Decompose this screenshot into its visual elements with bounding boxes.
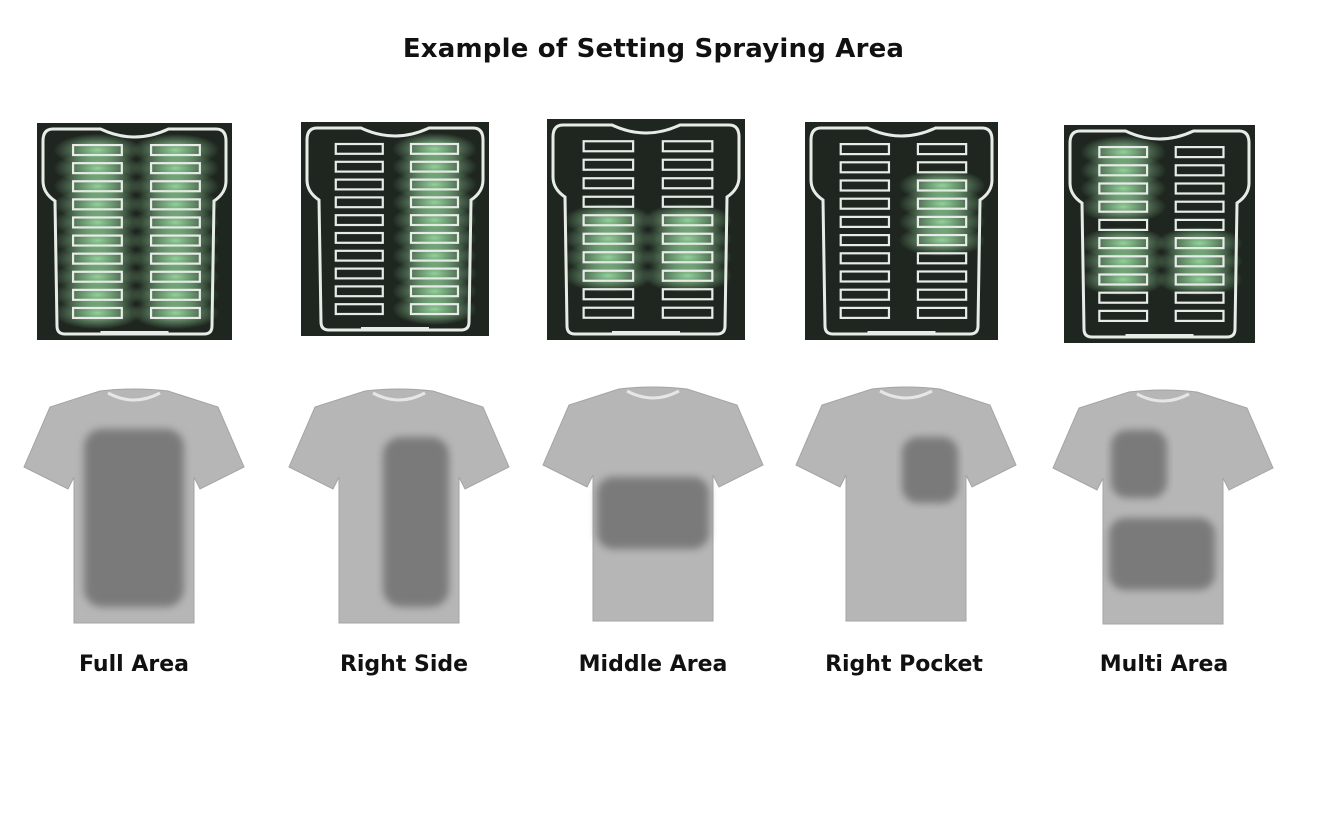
nozzle-slot-right-8 <box>1174 273 1225 286</box>
tshirt-collar <box>879 389 933 400</box>
example-label-middle-area: Middle Area <box>578 652 728 677</box>
nozzle-slot-left-10 <box>1098 309 1149 322</box>
nozzle-slot-left-7 <box>334 249 384 262</box>
nozzle-slot-left-8 <box>1098 273 1149 286</box>
nozzle-slot-right-9 <box>1174 291 1225 304</box>
nozzle-slot-left-2 <box>839 161 891 174</box>
tshirt-multi-area <box>1052 389 1274 625</box>
tshirt-collar <box>626 389 680 400</box>
panel-outline <box>551 123 741 336</box>
nozzle-slot-right-1 <box>1174 146 1225 159</box>
spray-panel-multi-area <box>1064 125 1255 343</box>
spray-panel-middle-area <box>547 119 745 340</box>
nozzle-slot-right-7 <box>916 252 968 265</box>
nozzle-slot-left-2 <box>582 158 635 171</box>
nozzle-slot-left-1 <box>839 143 891 156</box>
example-label-right-side: Right Side <box>339 652 469 677</box>
tshirt-body <box>1052 389 1274 625</box>
panel-outline <box>809 126 994 336</box>
nozzle-glow-left-8 <box>563 259 653 293</box>
panel-outline <box>1068 129 1251 339</box>
spray-area-upper <box>1111 430 1167 498</box>
example-label-full-area: Full Area <box>79 652 189 677</box>
spray-area <box>383 437 449 607</box>
nozzle-slot-right-8 <box>916 270 968 283</box>
nozzle-glow-right-10 <box>131 296 220 330</box>
nozzle-glow-left-10 <box>53 296 142 330</box>
nozzle-slot-left-10 <box>71 306 123 320</box>
nozzle-slot-right-10 <box>409 303 460 316</box>
nozzle-glow-right-8 <box>643 259 733 293</box>
tshirt-right-pocket <box>795 386 1017 622</box>
tshirt-collar <box>1136 392 1190 403</box>
spray-panel-right-pocket <box>805 122 998 340</box>
nozzle-slot-left-3 <box>334 178 384 191</box>
tshirt-body <box>795 386 1017 622</box>
nozzle-slot-left-4 <box>1098 200 1149 213</box>
nozzle-slot-right-9 <box>661 288 714 301</box>
nozzle-slot-left-9 <box>582 288 635 301</box>
tshirt-full-area <box>23 388 245 624</box>
nozzle-slot-right-3 <box>1174 182 1225 195</box>
nozzle-glow-right-8 <box>1156 263 1243 296</box>
nozzle-slot-right-2 <box>661 158 714 171</box>
nozzle-slot-left-2 <box>334 160 384 173</box>
spray-panel-full-area <box>37 123 232 340</box>
nozzle-glow-right-6 <box>898 223 986 257</box>
nozzle-slot-right-3 <box>661 177 714 190</box>
tshirt-collar <box>107 391 161 402</box>
nozzle-slot-right-10 <box>916 306 968 319</box>
nozzle-slot-left-10 <box>839 306 891 319</box>
panel-outline <box>41 127 228 336</box>
tshirt-middle-area <box>542 386 764 622</box>
panel-outline <box>305 126 485 332</box>
nozzle-slot-left-10 <box>334 303 384 316</box>
nozzle-slot-right-4 <box>1174 200 1225 213</box>
nozzle-slot-left-3 <box>582 177 635 190</box>
nozzle-slot-left-9 <box>839 288 891 301</box>
nozzle-slot-right-2 <box>1174 164 1225 177</box>
tshirt-right-side <box>288 388 510 624</box>
nozzle-slot-right-10 <box>149 306 201 320</box>
nozzle-glow-left-8 <box>1080 263 1167 296</box>
nozzle-slot-right-1 <box>916 143 968 156</box>
nozzle-slot-left-5 <box>334 214 384 227</box>
nozzle-slot-left-4 <box>839 197 891 210</box>
nozzle-glow-left-4 <box>1080 190 1167 224</box>
nozzle-slot-left-8 <box>582 269 635 282</box>
spray-area <box>597 477 709 549</box>
nozzle-slot-left-5 <box>839 215 891 229</box>
tshirt-collar <box>372 391 426 402</box>
nozzle-glow-right-10 <box>392 293 477 326</box>
nozzle-slot-left-8 <box>839 270 891 283</box>
nozzle-slot-left-1 <box>582 140 635 153</box>
nozzle-slot-right-1 <box>661 140 714 153</box>
nozzle-slot-right-6 <box>916 233 968 247</box>
nozzle-slot-right-8 <box>661 269 714 282</box>
example-label-right-pocket: Right Pocket <box>825 652 983 677</box>
nozzle-slot-right-10 <box>1174 309 1225 322</box>
nozzle-slot-left-9 <box>1098 291 1149 304</box>
spray-panel-right-side <box>301 122 489 336</box>
nozzle-slot-right-9 <box>916 288 968 301</box>
nozzle-slot-left-7 <box>839 252 891 265</box>
nozzle-slot-left-3 <box>839 179 891 192</box>
spray-area-lower <box>1109 518 1215 590</box>
nozzle-slot-left-4 <box>334 196 384 209</box>
nozzle-slot-left-6 <box>839 233 891 247</box>
nozzle-slot-left-9 <box>334 285 384 298</box>
nozzle-slot-right-10 <box>661 306 714 319</box>
spray-area <box>902 437 958 503</box>
example-label-multi-area: Multi Area <box>1099 652 1229 677</box>
page-title: Example of Setting Spraying Area <box>402 34 905 64</box>
nozzle-slot-left-1 <box>334 142 384 155</box>
nozzle-slot-left-10 <box>582 306 635 319</box>
nozzle-slot-left-8 <box>334 267 384 280</box>
nozzle-slot-left-6 <box>334 231 384 244</box>
spray-area <box>84 429 184 607</box>
